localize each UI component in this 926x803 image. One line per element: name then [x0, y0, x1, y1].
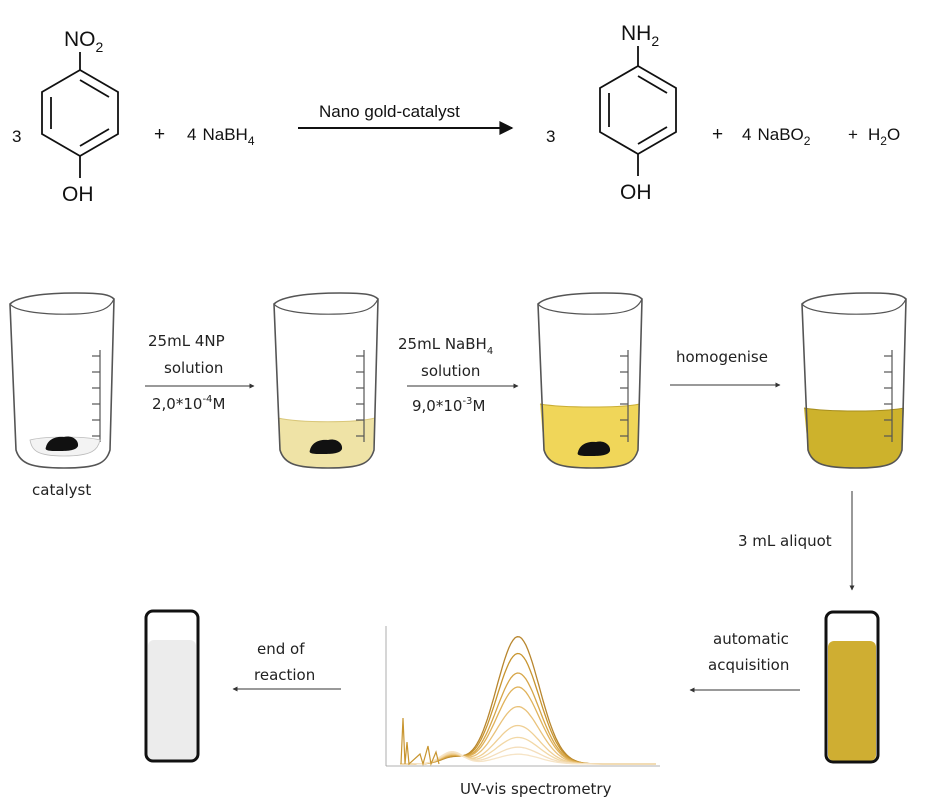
plus-sign: + [712, 124, 723, 145]
spectrum-caption: UV-vis spectrometry [460, 780, 612, 798]
cuvette-clear-fill [148, 640, 196, 761]
step1-volume-label: 25mL 4NP [148, 332, 225, 350]
beaker-homogenised [801, 292, 907, 469]
step6-line2-label: reaction [254, 666, 315, 684]
step4-label: 3 mL aliquot [738, 532, 832, 550]
step3-label: homogenise [676, 348, 768, 366]
olive-yellow-solution [804, 408, 904, 468]
step1-solution-label: solution [164, 359, 223, 377]
sample-cuvette [824, 610, 880, 764]
nitrophenol-structure: 3 NO2 OH [12, 28, 119, 206]
reactant-coefficient: 3 [12, 127, 21, 146]
cuvette-sample-fill [828, 641, 876, 761]
cuvette-body [144, 609, 200, 763]
uv-vis-spectrum-chart [385, 626, 660, 767]
step1-concentration-label: 2,0*10-4M [152, 394, 225, 413]
step6-line1-label: end of [257, 640, 305, 658]
water-label: H2O [868, 125, 900, 148]
step2-volume-label: 25mL NaBH4 [398, 335, 493, 357]
step5-line1-label: automatic [713, 630, 789, 648]
step2-concentration-label: 9,0*10-3M [412, 396, 485, 415]
aminophenol-structure: 3 NH2 OH [546, 22, 677, 204]
amino-group-label: NH2 [621, 22, 659, 49]
beaker-catalyst [9, 292, 115, 469]
procedure-flow: catalyst 25mL 4NP solution 2,0*10-4M 25m… [9, 292, 907, 798]
absorbance-curve [400, 750, 656, 765]
plus-sign: + [848, 125, 858, 144]
final-cuvette [144, 609, 200, 763]
hydroxyl-label: OH [62, 183, 94, 206]
cuvette-body [824, 610, 880, 764]
step2-solution-label: solution [421, 362, 480, 380]
step5-line2-label: acquisition [708, 656, 789, 674]
benzene-ring [41, 68, 119, 158]
beaker-nabh4-added [537, 292, 643, 469]
catalyst-condition-label: Nano gold-catalyst [319, 102, 460, 121]
plus-sign: + [154, 124, 165, 145]
catalyst-caption: catalyst [32, 481, 91, 499]
nitro-group-label: NO2 [64, 28, 104, 55]
noise-spikes [400, 717, 440, 767]
beaker-4np-added [273, 292, 379, 469]
product-coefficient: 3 [546, 127, 555, 146]
hydroxyl-label: OH [620, 181, 652, 204]
benzene-ring [599, 64, 677, 156]
bright-yellow-solution [540, 404, 640, 468]
